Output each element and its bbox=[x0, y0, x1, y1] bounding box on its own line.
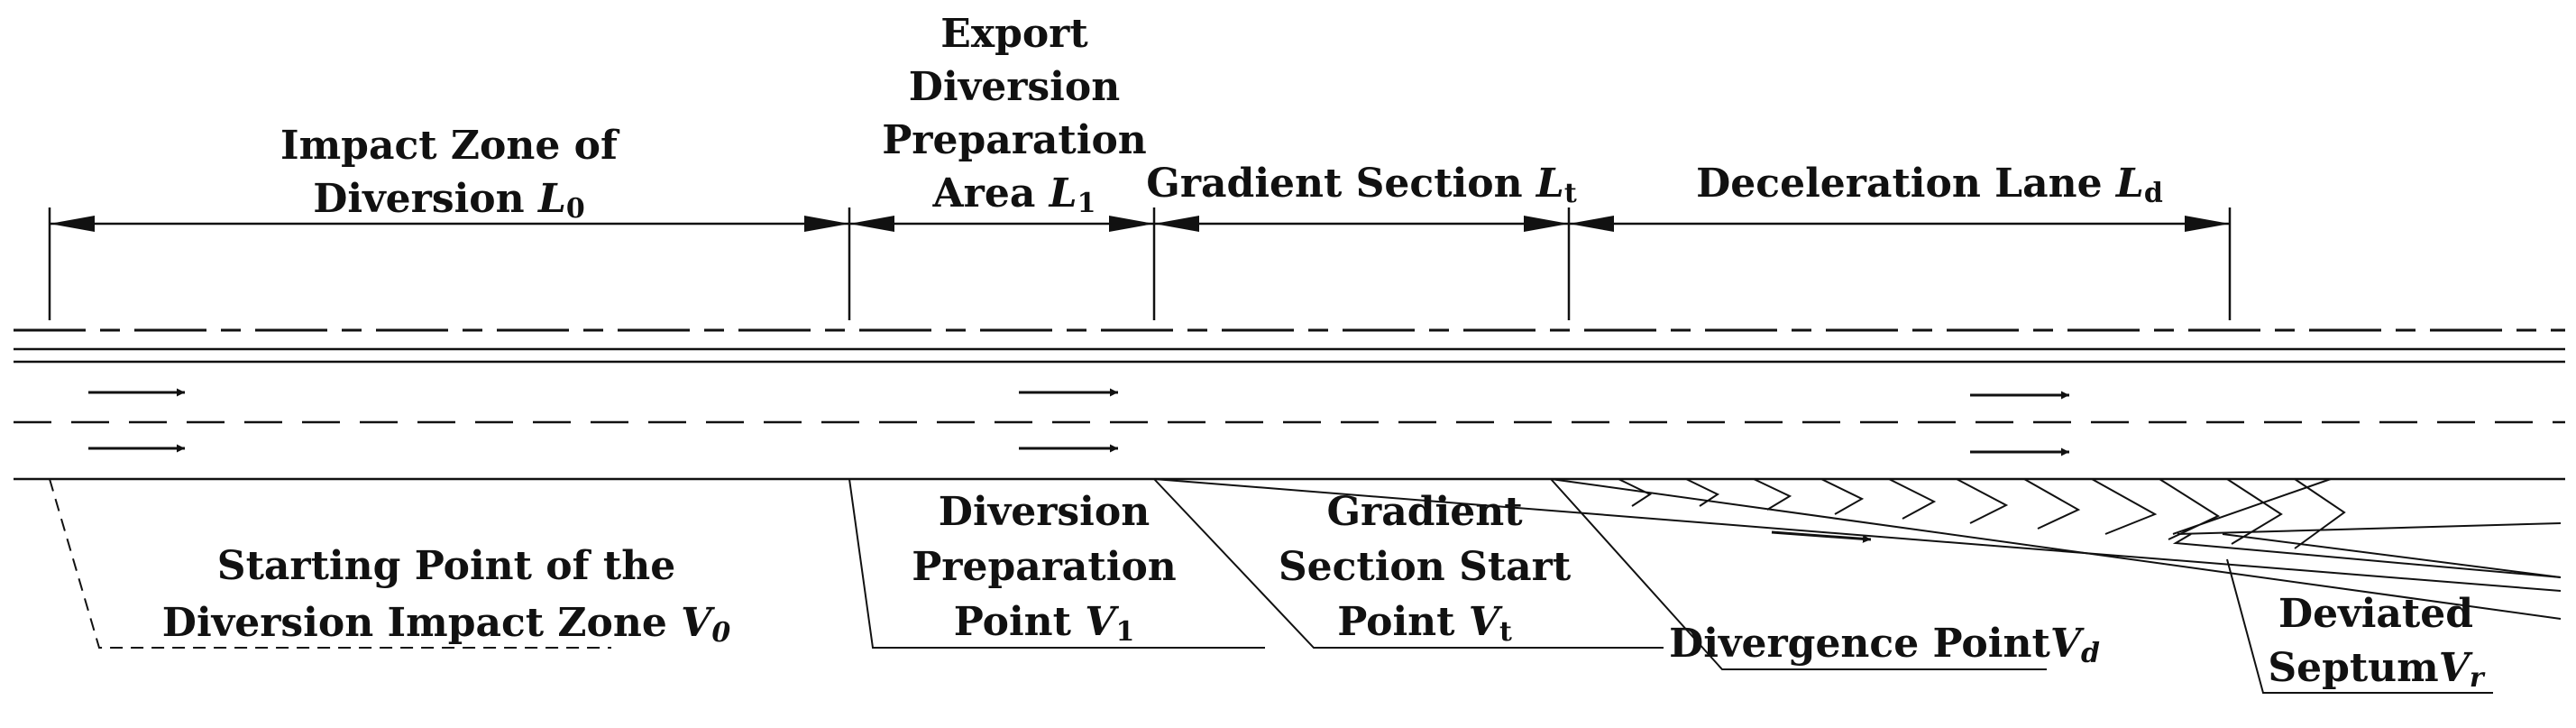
arrowhead-icon bbox=[1109, 216, 1154, 232]
septum-nose bbox=[2172, 533, 2562, 578]
preparation-point-label: Diversion bbox=[939, 489, 1150, 535]
export-area-label-line4: Area L1 bbox=[932, 170, 1096, 219]
gradient-start-label-line2: Section Start bbox=[1279, 544, 1572, 590]
ramp-outer-edge bbox=[1550, 478, 2562, 620]
export-area-label: Export bbox=[940, 11, 1088, 57]
leader-start bbox=[49, 478, 611, 649]
gradient-section-label: Gradient Section Lt bbox=[1146, 161, 1577, 209]
arrowhead-icon bbox=[50, 216, 95, 232]
gradient-start-label-line3: Point Vt bbox=[1337, 599, 1512, 648]
deceleration-lane-label: Deceleration Lane Ld bbox=[1696, 161, 2163, 209]
arrowhead-icon bbox=[804, 216, 849, 232]
starting-point-label-line2: Diversion Impact Zone V0 bbox=[162, 600, 731, 649]
preparation-point-label-line3: Point V1 bbox=[954, 599, 1135, 648]
leader-divergence bbox=[1550, 478, 2047, 670]
arrowhead-icon bbox=[2185, 216, 2230, 232]
impact-zone-label: Impact Zone of bbox=[280, 123, 620, 169]
leader-prep bbox=[848, 478, 1265, 649]
export-area-label-line2: Diversion bbox=[909, 64, 1120, 110]
dimension-lines bbox=[48, 207, 2232, 320]
deviated-septum-label-line2: SeptumVr bbox=[2268, 645, 2486, 694]
road bbox=[14, 328, 2565, 620]
arrowhead-icon bbox=[1154, 216, 1199, 232]
deviated-septum-label: Deviated bbox=[2278, 591, 2473, 637]
starting-point-label: Starting Point of the bbox=[217, 543, 675, 589]
export-area-label-line3: Preparation bbox=[882, 117, 1147, 163]
leader-septum bbox=[2226, 558, 2493, 694]
leader-grad bbox=[1153, 478, 1664, 649]
septum-upper-line bbox=[2177, 522, 2562, 535]
leader-lines bbox=[49, 478, 2493, 694]
arrowhead-icon bbox=[1569, 216, 1614, 232]
preparation-point-label-line2: Preparation bbox=[912, 544, 1177, 590]
ramp-arrow-icon bbox=[1771, 530, 1872, 543]
septum-inner-line bbox=[2222, 533, 2562, 578]
divergence-point-label: Divergence PointVd bbox=[1669, 621, 2100, 669]
gradient-start-label: Gradient bbox=[1326, 489, 1523, 535]
impact-zone-label-line2: Diversion L0 bbox=[313, 176, 585, 225]
chevron-hatching bbox=[1618, 478, 2346, 549]
ramp-inner-edge bbox=[1153, 478, 2562, 592]
arrowhead-icon bbox=[1524, 216, 1569, 232]
arrowhead-icon bbox=[849, 216, 894, 232]
